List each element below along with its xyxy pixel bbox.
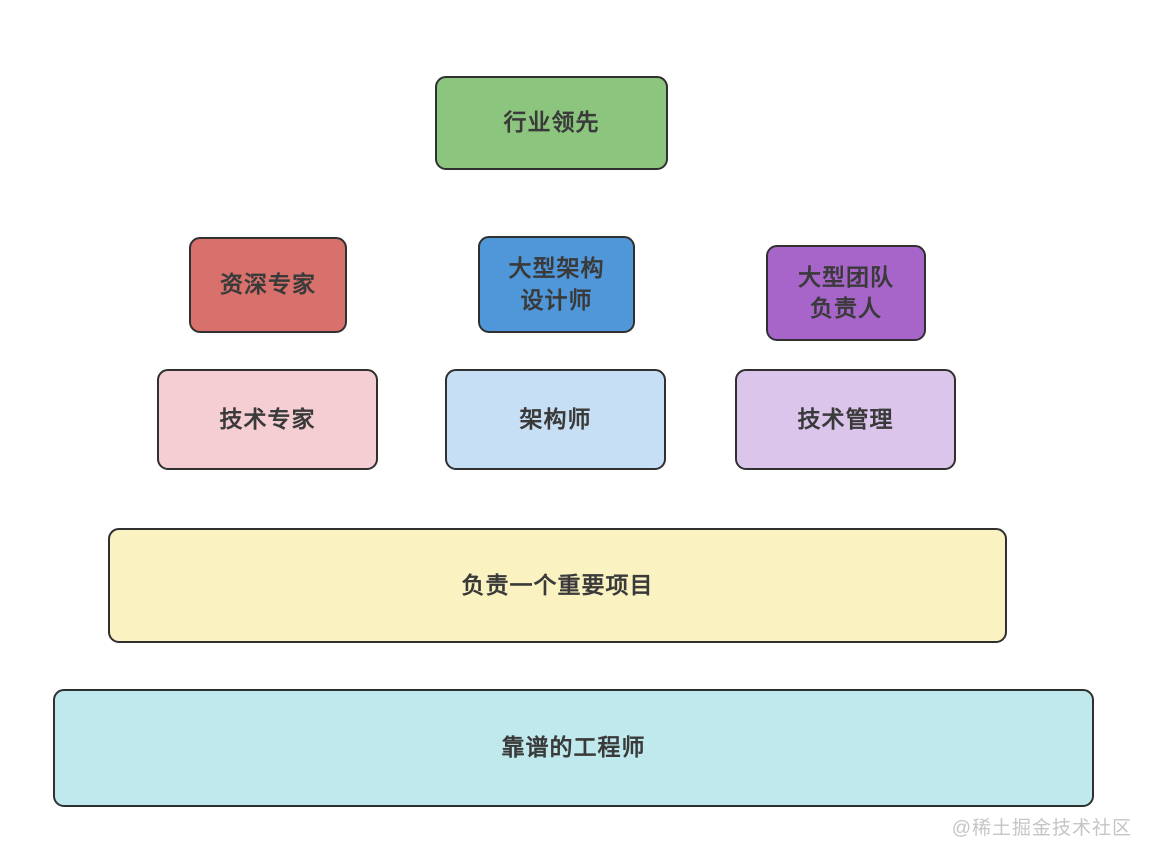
- node-technical-expert-label: 技术专家: [219, 405, 316, 432]
- node-architect: 架构师: [445, 369, 666, 470]
- node-industry-leading-label: 行业领先: [503, 109, 600, 136]
- node-technical-expert: 技术专家: [157, 369, 378, 470]
- node-technical-management: 技术管理: [735, 369, 956, 470]
- node-architect-label: 架构师: [519, 405, 592, 432]
- node-large-architecture-designer: 大型架构 设计师: [478, 236, 635, 333]
- node-reliable-engineer-label: 靠谱的工程师: [501, 734, 646, 761]
- node-senior-expert: 资深专家: [189, 237, 347, 333]
- node-lead-important-project-label: 负责一个重要项目: [461, 571, 654, 598]
- node-senior-expert-label: 资深专家: [220, 271, 316, 298]
- node-reliable-engineer: 靠谱的工程师: [53, 689, 1094, 807]
- node-technical-management-label: 技术管理: [797, 405, 894, 432]
- node-large-team-leader: 大型团队 负责人: [766, 245, 926, 341]
- watermark-text: @稀土掘金技术社区: [951, 818, 1132, 839]
- node-large-architecture-designer-label: 大型架构 设计师: [508, 255, 605, 313]
- node-large-team-leader-label: 大型团队 负责人: [798, 263, 894, 321]
- node-lead-important-project: 负责一个重要项目: [108, 528, 1007, 643]
- node-industry-leading: 行业领先: [435, 76, 668, 170]
